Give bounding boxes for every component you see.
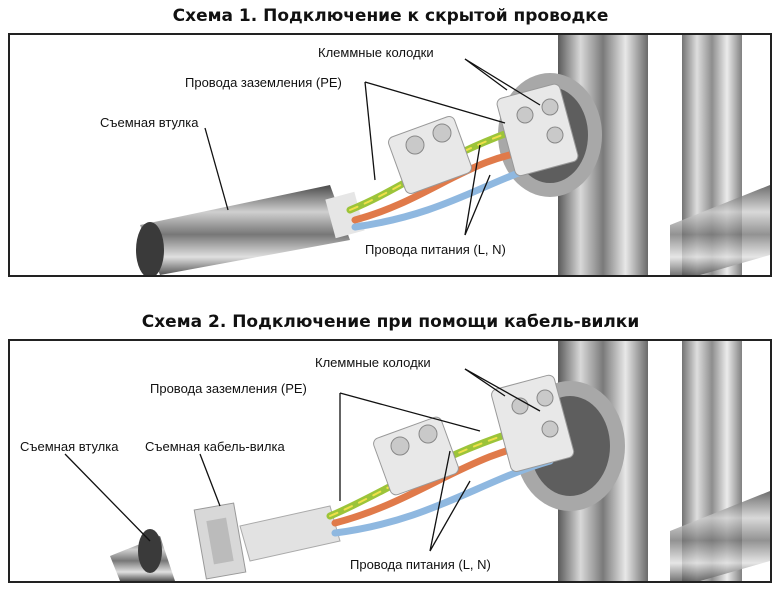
label-removable-sleeve: Съемная втулка (20, 439, 119, 454)
label-power-wires: Провода питания (L, N) (350, 557, 491, 572)
label-ground-wires: Провода заземления (PE) (185, 75, 342, 90)
label-terminal-blocks: Клеммные колодки (318, 45, 434, 60)
scheme-2-illustration (64, 341, 770, 581)
label-terminal-blocks: Клеммные колодки (315, 355, 431, 370)
removable-plug (193, 502, 341, 580)
label-removable-sleeve: Съемная втулка (100, 115, 199, 130)
scheme-1-title: Схема 1. Подключение к скрытой проводке (172, 6, 609, 26)
scheme-1-illustration (136, 35, 770, 275)
scheme-2-panel: Клеммные колодки Провода заземления (PE)… (8, 339, 772, 583)
label-ground-wires: Провода заземления (PE) (150, 381, 307, 396)
terminal-block-left (373, 416, 459, 496)
terminal-block-right (496, 83, 579, 177)
scheme-2-title: Схема 2. Подключение при помощи кабель-в… (141, 312, 640, 332)
leader-lines (64, 368, 541, 552)
terminal-block-left (388, 116, 472, 194)
terminal-block-right (491, 374, 575, 472)
label-power-wires: Провода питания (L, N) (365, 242, 506, 257)
removable-sleeve (136, 185, 365, 275)
label-removable-plug: Съемная кабель-вилка (145, 439, 285, 454)
removable-sleeve (110, 529, 175, 581)
scheme-1-panel: Клеммные колодки Провода заземления (PE)… (8, 33, 772, 277)
leader-lines (204, 58, 541, 236)
